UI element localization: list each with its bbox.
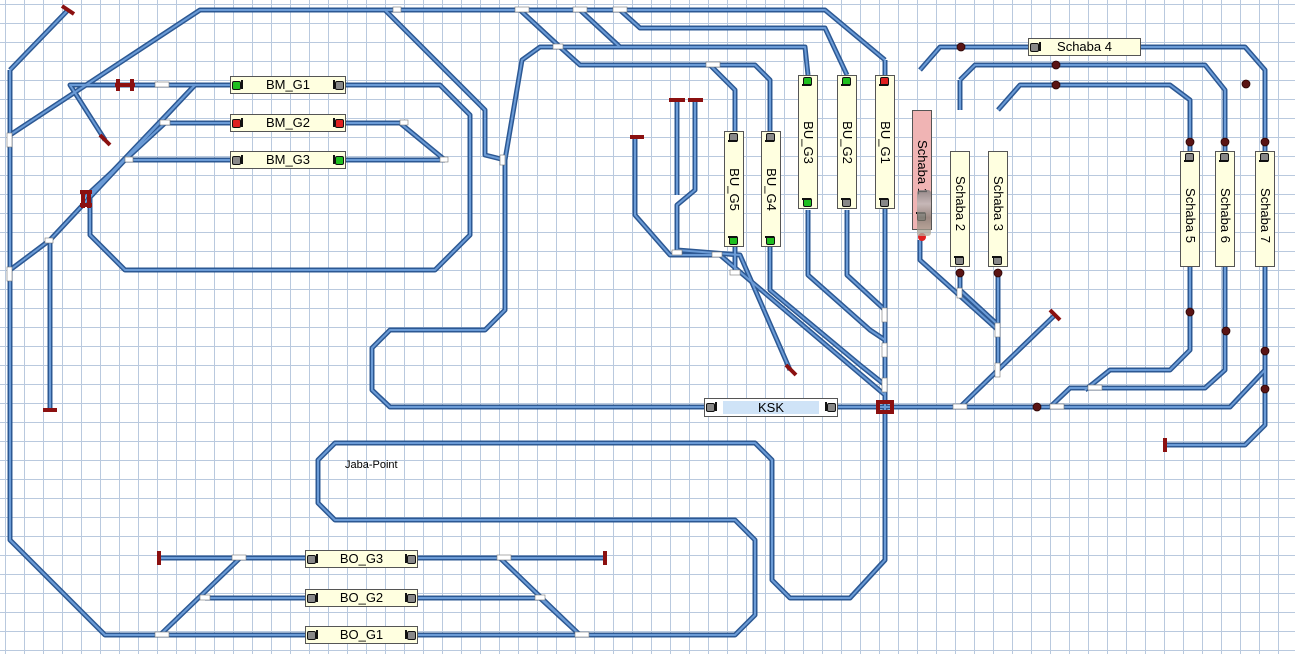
signal-green-icon[interactable]: [232, 80, 244, 90]
block-bo-g2[interactable]: BO_G2: [305, 589, 418, 607]
signal-green-icon[interactable]: [841, 77, 853, 87]
block-label: BO_G3: [339, 551, 384, 566]
contact-point: [1260, 137, 1270, 147]
block-label: Schaba 7: [1257, 187, 1273, 243]
block-ksk[interactable]: KSK: [704, 398, 838, 417]
buffer-stop: [60, 4, 76, 16]
block-bu-g1[interactable]: BU_G1: [875, 75, 895, 209]
signal-green-icon[interactable]: [802, 77, 814, 87]
signal-off-icon[interactable]: [728, 133, 740, 143]
signal-off-icon[interactable]: [332, 80, 344, 90]
signal-red-icon[interactable]: [232, 118, 244, 128]
block-bm-g2[interactable]: BM_G2: [230, 114, 346, 132]
locomotive-icon[interactable]: [917, 190, 931, 236]
block-schaba-7[interactable]: Schaba 7: [1255, 151, 1275, 267]
buffer-stop: [98, 133, 112, 147]
signal-red-icon[interactable]: [332, 118, 344, 128]
block-label: BU_G1: [877, 120, 893, 164]
block-schaba-3[interactable]: Schaba 3: [988, 151, 1008, 267]
track-inner-lines: [9, 9, 1266, 636]
signal-red-icon[interactable]: [879, 77, 891, 87]
contact-point: [955, 268, 965, 278]
block-label: BO_G1: [339, 627, 384, 642]
block-bm-g3[interactable]: BM_G3: [230, 151, 346, 169]
block-bm-g1[interactable]: BM_G1: [230, 76, 346, 94]
track-separators: [6, 6, 1103, 638]
contact-point: [993, 268, 1003, 278]
block-label: BM_G2: [265, 115, 311, 130]
signal-off-icon[interactable]: [879, 197, 891, 207]
block-label: Schaba 2: [952, 175, 968, 231]
signal-off-icon[interactable]: [1219, 153, 1231, 163]
contact-point: [1220, 137, 1230, 147]
signal-off-icon[interactable]: [706, 402, 718, 412]
signal-off-icon[interactable]: [404, 554, 416, 564]
block-label: BO_G2: [339, 590, 384, 605]
block-label: Schaba 3: [990, 175, 1006, 231]
block-label: Schaba 1: [914, 139, 930, 195]
contact-point: [1260, 384, 1270, 394]
block-schaba-4[interactable]: Schaba 4: [1028, 38, 1141, 56]
signal-off-icon[interactable]: [954, 255, 966, 265]
block-bo-g3[interactable]: BO_G3: [305, 550, 418, 568]
signal-off-icon[interactable]: [765, 133, 777, 143]
contact-point: [1051, 60, 1061, 70]
signal-off-icon[interactable]: [992, 255, 1004, 265]
contact-point: [1241, 79, 1251, 89]
signal-off-icon[interactable]: [404, 630, 416, 640]
block-schaba-6[interactable]: Schaba 6: [1215, 151, 1235, 267]
block-label: Schaba 6: [1217, 187, 1233, 243]
block-label: KSK: [723, 401, 819, 414]
signal-off-icon[interactable]: [1184, 153, 1196, 163]
contact-point: [1051, 80, 1061, 90]
buffer-stop: [784, 363, 798, 377]
block-bu-g2[interactable]: BU_G2: [837, 75, 857, 209]
signal-off-icon[interactable]: [307, 593, 319, 603]
free-text-label: Jaba-Point: [345, 459, 398, 471]
block-label: Schaba 4: [1057, 39, 1112, 54]
block-schaba-5[interactable]: Schaba 5: [1180, 151, 1200, 267]
signal-off-icon[interactable]: [232, 155, 244, 165]
signal-off-icon[interactable]: [824, 402, 836, 412]
block-bu-g4[interactable]: BU_G4: [761, 131, 781, 247]
signal-off-icon[interactable]: [1030, 42, 1042, 52]
signal-green-icon[interactable]: [728, 235, 740, 245]
block-label: BM_G3: [265, 152, 311, 167]
block-label: Schaba 5: [1182, 187, 1198, 243]
contact-point: [1260, 346, 1270, 356]
track-outer-loop: [7, 8, 888, 638]
block-label: BU_G3: [800, 120, 816, 164]
feedback-contacts: [918, 42, 1270, 412]
block-bu-g5[interactable]: BU_G5: [724, 131, 744, 247]
buffer-stop: [1048, 308, 1062, 322]
contact-point: [1185, 307, 1195, 317]
signal-off-icon[interactable]: [307, 630, 319, 640]
signal-green-icon[interactable]: [765, 235, 777, 245]
block-label: BU_G4: [763, 167, 779, 211]
block-label: BM_G1: [265, 77, 311, 92]
signal-off-icon[interactable]: [1259, 153, 1271, 163]
block-label: BU_G5: [726, 167, 742, 211]
contact-point: [956, 42, 966, 52]
contact-point: [1221, 326, 1231, 336]
block-bo-g1[interactable]: BO_G1: [305, 626, 418, 644]
contact-point: [1185, 137, 1195, 147]
buffer-stops: [43, 4, 1167, 565]
signal-green-icon[interactable]: [332, 155, 344, 165]
block-label: BU_G2: [839, 120, 855, 164]
block-bu-g3[interactable]: BU_G3: [798, 75, 818, 209]
signal-off-icon[interactable]: [841, 197, 853, 207]
signal-off-icon[interactable]: [307, 554, 319, 564]
track-network: [7, 7, 1268, 638]
signal-off-icon[interactable]: [404, 593, 416, 603]
block-schaba-2[interactable]: Schaba 2: [950, 151, 970, 267]
signal-green-icon[interactable]: [802, 197, 814, 207]
contact-point: [1032, 402, 1042, 412]
